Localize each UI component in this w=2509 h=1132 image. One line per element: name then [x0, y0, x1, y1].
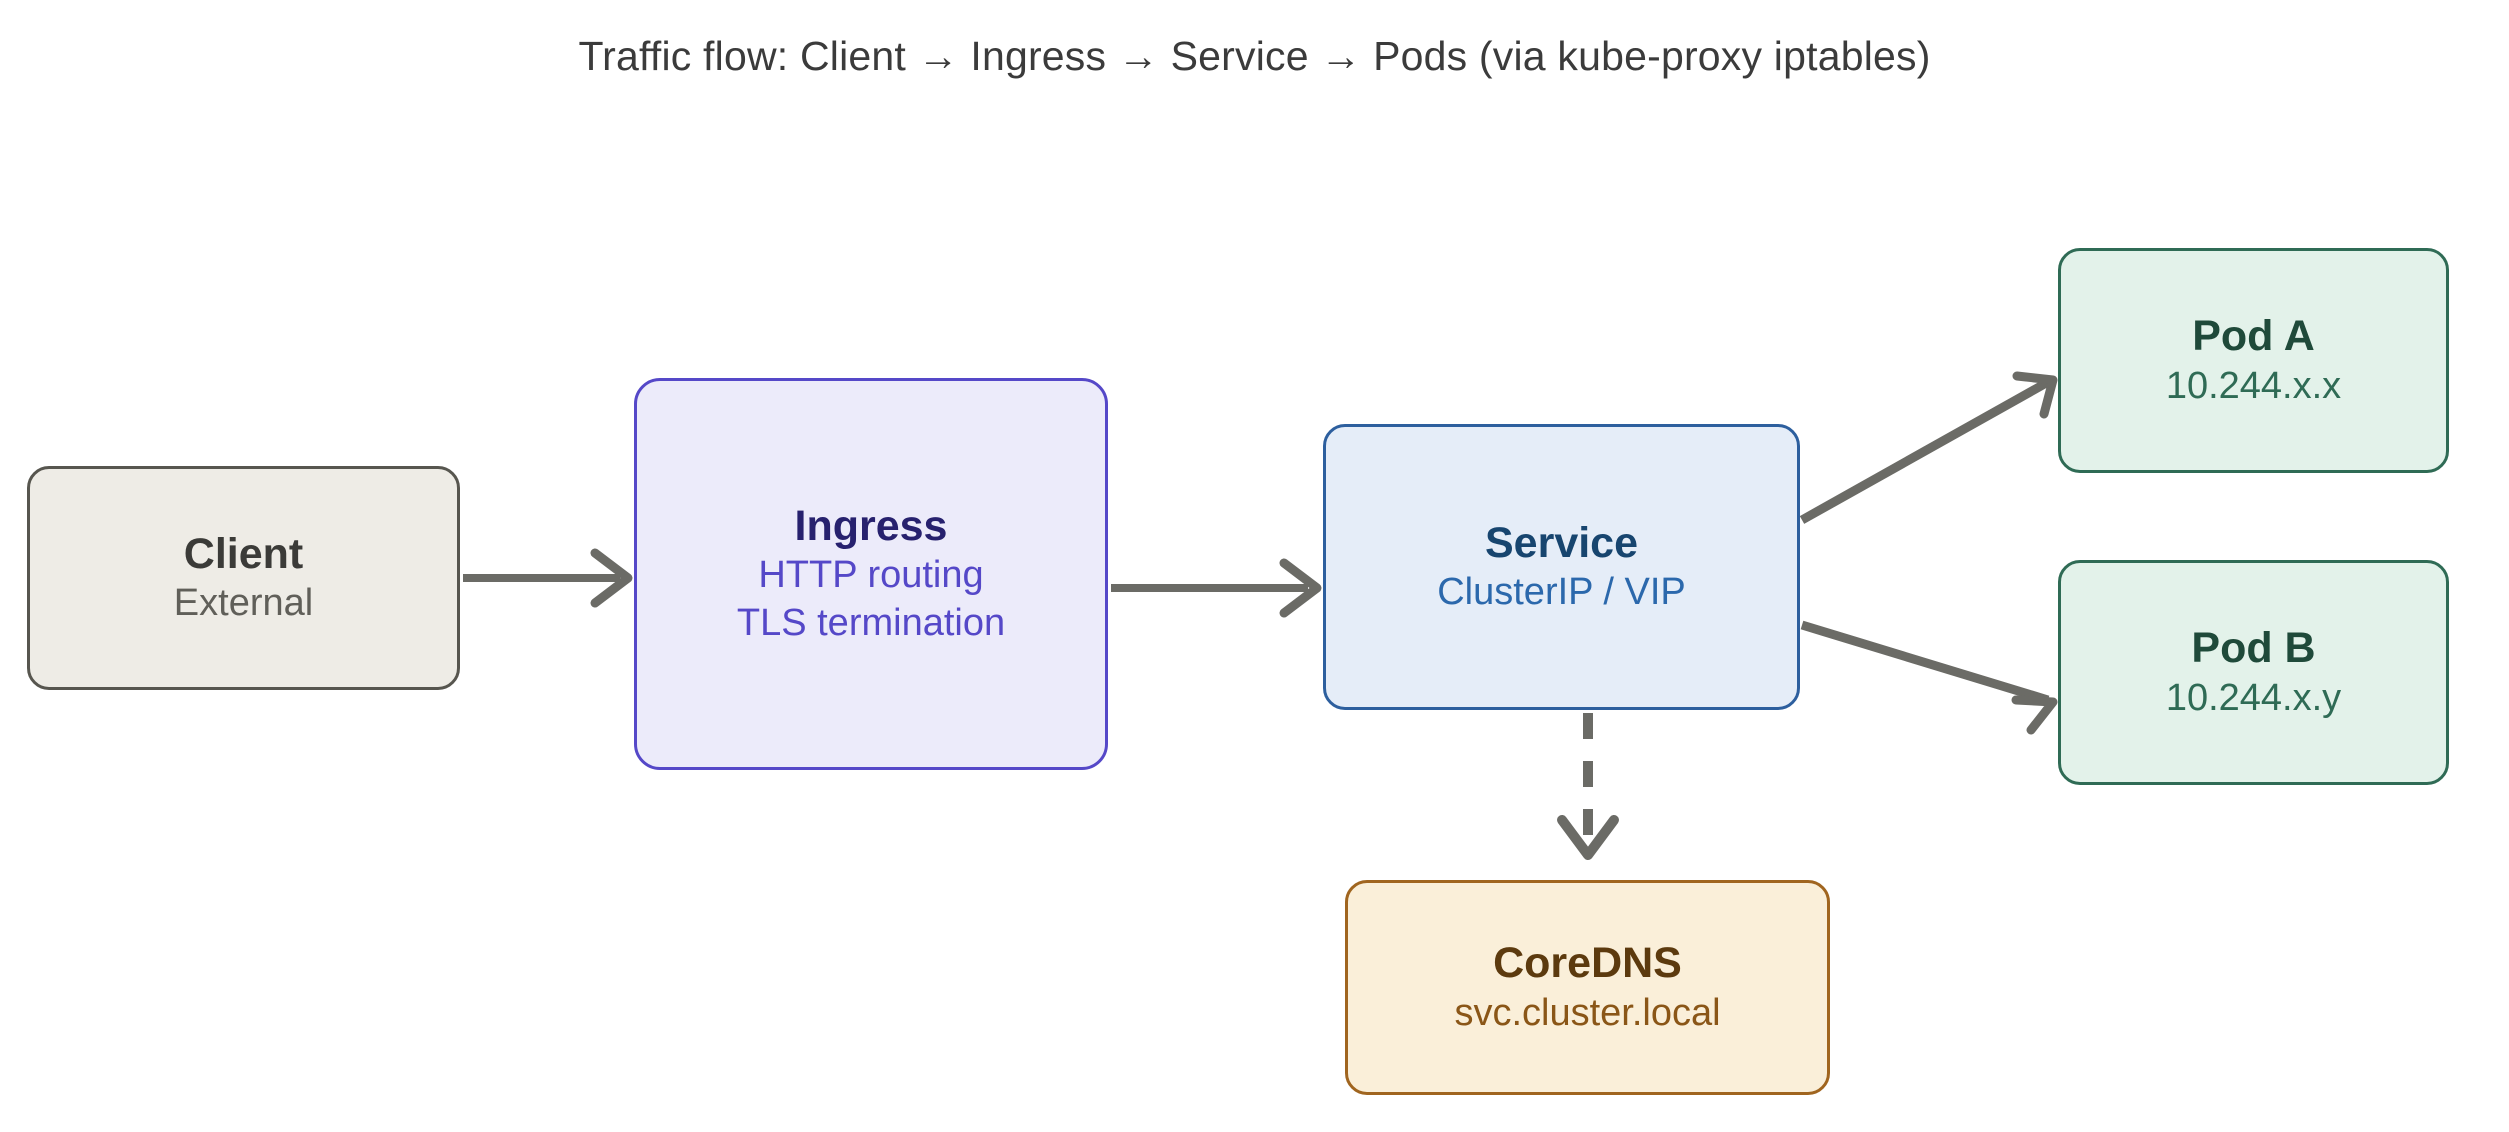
- node-pod-b[interactable]: Pod B 10.244.x.y: [2058, 560, 2449, 785]
- node-service-subtitle: ClusterIP / VIP: [1437, 571, 1686, 614]
- node-service-title: Service: [1484, 518, 1639, 567]
- node-ingress-subtitle-line-2: TLS termination: [736, 602, 1006, 645]
- node-pod-b-title: Pod B: [2191, 624, 2316, 673]
- node-pod-a[interactable]: Pod A 10.244.x.x: [2058, 248, 2449, 473]
- node-ingress[interactable]: Ingress HTTP routing TLS termination: [634, 378, 1108, 770]
- edge-service-to-pod-a: [1799, 371, 2058, 524]
- node-ingress-subtitle-line-1: HTTP routing: [758, 554, 984, 597]
- node-ingress-title: Ingress: [794, 501, 948, 550]
- node-client-subtitle: External: [173, 582, 314, 625]
- edge-service-to-coredns: [1557, 713, 1619, 860]
- node-pod-a-title: Pod A: [2192, 312, 2315, 361]
- node-service[interactable]: Service ClusterIP / VIP: [1323, 424, 1800, 710]
- edge-service-to-pod-b: [1800, 620, 2058, 735]
- edge-client-to-ingress: [463, 548, 633, 608]
- diagram-title: Traffic flow: Client → Ingress → Service…: [578, 33, 1931, 79]
- node-client-title: Client: [183, 529, 304, 578]
- node-pod-b-ip: 10.244.x.y: [2165, 676, 2342, 719]
- node-coredns[interactable]: CoreDNS svc.cluster.local: [1345, 880, 1830, 1095]
- node-client[interactable]: Client External: [27, 466, 460, 690]
- node-coredns-title: CoreDNS: [1493, 939, 1682, 988]
- edge-ingress-to-service: [1111, 558, 1322, 618]
- node-coredns-subtitle: svc.cluster.local: [1454, 991, 1721, 1034]
- node-pod-a-ip: 10.244.x.x: [2165, 364, 2342, 407]
